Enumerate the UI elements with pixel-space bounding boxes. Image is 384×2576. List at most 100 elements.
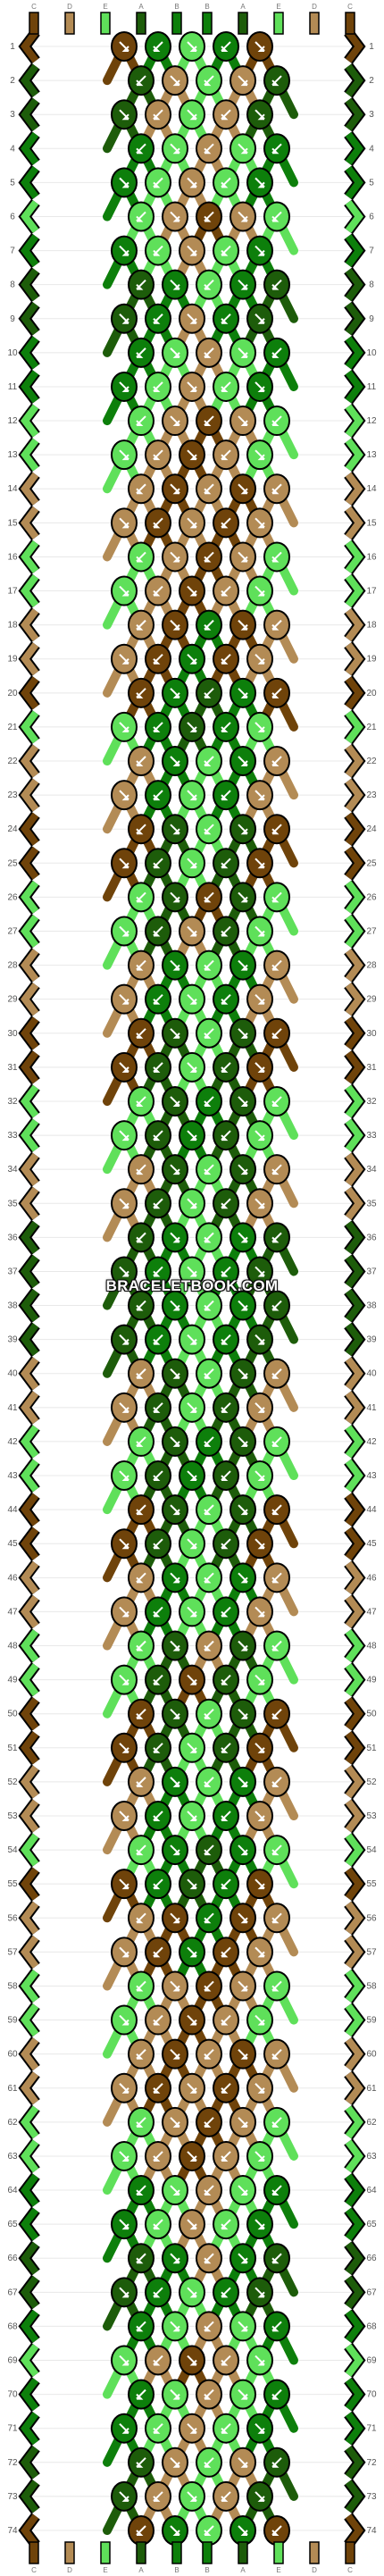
knot-arrow-icon — [136, 2525, 146, 2536]
knot-arrow-icon — [119, 722, 129, 732]
knot-arrow-icon — [136, 1844, 146, 1855]
knot-arrow-icon — [204, 2253, 214, 2263]
knot-arrowhead-icon — [257, 46, 265, 52]
knot-arrowhead-icon — [153, 1951, 161, 1958]
knot-arrow-icon — [238, 211, 248, 222]
knot-arrowhead-icon — [257, 794, 265, 801]
knot-arrowhead-icon — [240, 1577, 248, 1584]
row-number-right: 13 — [366, 450, 377, 460]
edge-strand-left — [21, 574, 39, 607]
knot-arrow-icon — [136, 2457, 146, 2468]
row-number-right: 25 — [366, 858, 377, 868]
row-number-left: 2 — [10, 76, 15, 86]
knot-arrowhead-icon — [172, 1577, 180, 1584]
knot-arrow-icon — [170, 1368, 180, 1379]
knot-arrow-icon — [170, 1232, 180, 1243]
knot-arrowhead-icon — [204, 964, 212, 971]
edge-strand-left — [21, 404, 39, 438]
knot-arrowhead-icon — [153, 2087, 161, 2094]
knot-arrowhead-icon — [153, 1407, 161, 1413]
row-number-right: 57 — [366, 1947, 377, 1957]
strand-tail-bottom — [136, 2541, 146, 2564]
knot-arrowhead-icon — [221, 794, 229, 801]
row-number-right: 32 — [366, 1097, 377, 1107]
knot-arrow-icon — [187, 245, 197, 256]
knot-arrowhead-icon — [136, 2257, 144, 2264]
knot-arrowhead-icon — [221, 862, 229, 869]
knot-arrow-icon — [204, 1232, 214, 1243]
row-number-right: 70 — [366, 2390, 377, 2400]
knot-arrow-icon — [187, 2354, 197, 2366]
row-number-left: 59 — [7, 2016, 18, 2026]
knot-arrow-icon — [204, 415, 214, 426]
knot-arrow-icon — [238, 1436, 248, 1447]
knot-arrowhead-icon — [121, 2087, 129, 2094]
knot-arrowhead-icon — [271, 1168, 280, 1175]
knot-arrow-icon — [170, 2388, 180, 2400]
row-number-left: 5 — [10, 178, 15, 188]
knot-arrow-icon — [271, 1912, 282, 1923]
knot-arrow-icon — [204, 824, 214, 834]
knot-arrow-icon — [271, 1708, 282, 1719]
row-number-left: 32 — [7, 1097, 18, 1107]
row-number-right: 62 — [366, 2118, 377, 2128]
row-number-right: 74 — [366, 2526, 377, 2536]
knot-arrowhead-icon — [240, 1509, 248, 1516]
knot-arrowhead-icon — [221, 2359, 229, 2366]
knot-arrowhead-icon — [221, 2291, 229, 2298]
knot-arrowhead-icon — [240, 2462, 248, 2468]
knot-arrowhead-icon — [221, 2223, 229, 2230]
edge-strand-right — [345, 1935, 363, 1969]
knot-arrowhead-icon — [136, 1236, 144, 1243]
knot-arrowhead-icon — [204, 283, 212, 290]
row-number-right: 30 — [366, 1029, 377, 1039]
knot-arrow-icon — [153, 314, 163, 324]
row-number-left: 14 — [7, 484, 18, 494]
edge-strand-left — [21, 1833, 39, 1867]
strand-label-top: B — [205, 3, 209, 11]
knot-arrowhead-icon — [121, 1066, 129, 1073]
knot-arrow-icon — [238, 347, 248, 358]
knot-arrowhead-icon — [172, 1441, 180, 1447]
knot-arrowhead-icon — [189, 1747, 197, 1753]
knot-arrowhead-icon — [172, 896, 180, 903]
knot-arrow-icon — [238, 1572, 248, 1584]
knot-arrow-icon — [187, 857, 197, 869]
knot-arrow-icon — [255, 857, 265, 869]
knot-arrow-icon — [221, 1402, 231, 1413]
knot-arrowhead-icon — [240, 1985, 248, 1992]
knot-arrow-icon — [170, 1572, 180, 1584]
knot-arrowhead-icon — [271, 964, 280, 971]
knot-arrow-icon — [221, 654, 231, 665]
knot-arrow-icon — [221, 449, 231, 460]
knot-arrow-icon — [221, 925, 231, 937]
strand-label-top: A — [240, 3, 246, 11]
knot-arrowhead-icon — [189, 386, 197, 392]
row-number-right: 5 — [369, 178, 374, 188]
row-number-right: 39 — [366, 1335, 377, 1345]
knot-arrowhead-icon — [221, 522, 229, 529]
knot-arrowhead-icon — [240, 283, 248, 290]
knot-arrowhead-icon — [271, 2121, 280, 2128]
knot-arrowhead-icon — [240, 1917, 248, 1924]
row-number-left: 64 — [7, 2186, 18, 2195]
knot-arrowhead-icon — [240, 1100, 248, 1107]
knot-arrow-icon — [187, 1674, 197, 1685]
row-number-right: 40 — [366, 1369, 377, 1379]
knot-arrow-icon — [238, 1164, 248, 1175]
edge-strand-right — [345, 438, 363, 472]
knot-arrow-icon — [204, 1504, 214, 1515]
knot-arrowhead-icon — [204, 2462, 212, 2468]
knot-arrow-icon — [170, 959, 180, 971]
knot-arrow-icon — [255, 1946, 265, 1958]
knot-arrow-icon — [153, 109, 163, 120]
edge-strand-left — [21, 1220, 39, 1254]
strand-tail-bottom — [64, 2541, 75, 2564]
edge-strand-left — [21, 1357, 39, 1391]
row-number-right: 3 — [369, 110, 374, 120]
knot-arrow-icon — [271, 2253, 282, 2263]
knot-arrow-icon — [170, 891, 180, 903]
edge-strand-left — [21, 234, 39, 267]
knot-arrowhead-icon — [153, 46, 161, 52]
knot-arrowhead-icon — [271, 1373, 280, 1379]
